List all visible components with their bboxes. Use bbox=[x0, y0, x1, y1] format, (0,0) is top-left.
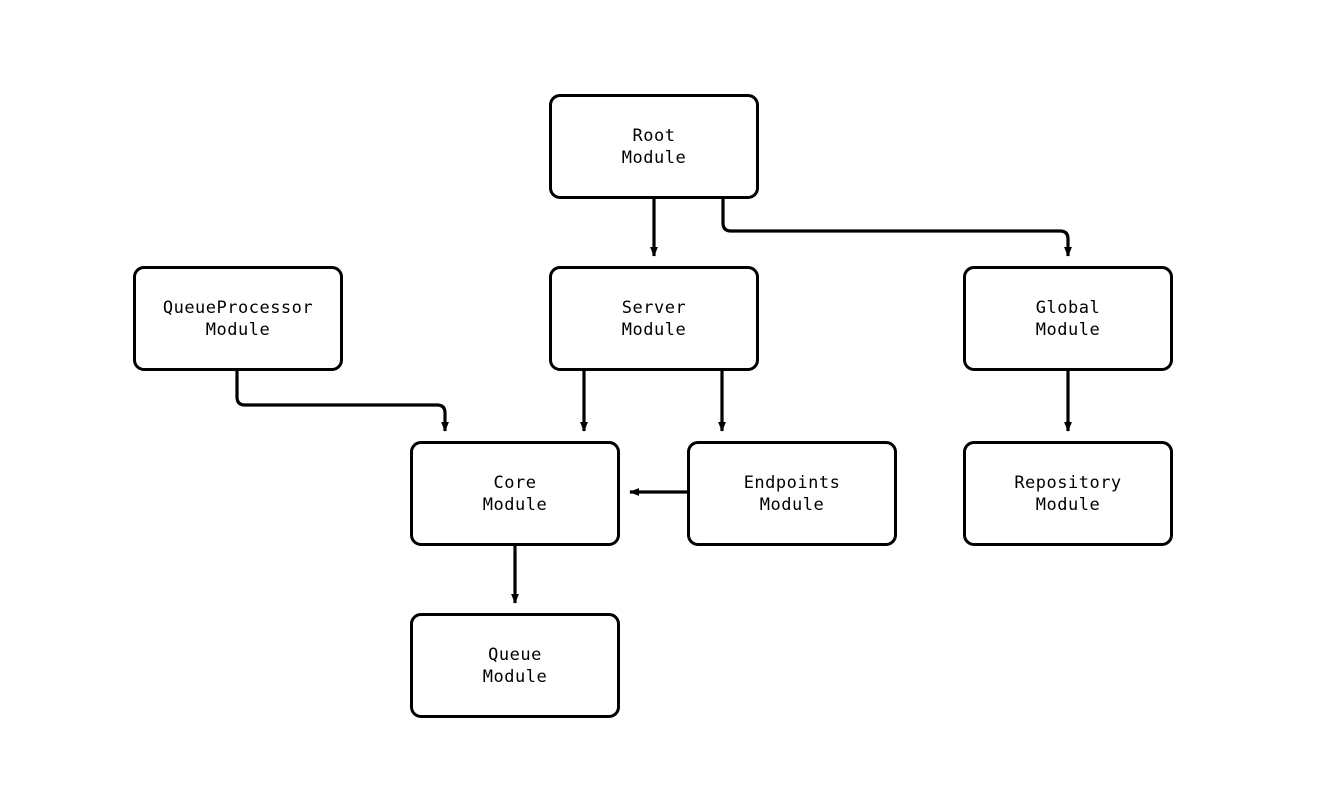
node-root-module-line1: Root bbox=[632, 125, 676, 146]
node-root-module[interactable]: Root Module bbox=[549, 94, 759, 199]
node-repository-module-line1: Repository bbox=[1014, 472, 1122, 493]
node-global-module[interactable]: Global Module bbox=[963, 266, 1173, 371]
node-repository-module[interactable]: Repository Module bbox=[963, 441, 1173, 546]
node-repository-module-line2: Module bbox=[1035, 494, 1101, 515]
node-queueprocessor-module-line2: Module bbox=[205, 319, 271, 340]
node-endpoints-module-line2: Module bbox=[759, 494, 825, 515]
node-global-module-line2: Module bbox=[1035, 319, 1101, 340]
node-core-module-line2: Module bbox=[482, 494, 548, 515]
node-server-module[interactable]: Server Module bbox=[549, 266, 759, 371]
node-queueprocessor-module[interactable]: QueueProcessor Module bbox=[133, 266, 343, 371]
node-queue-module-line2: Module bbox=[482, 666, 548, 687]
node-core-module-line1: Core bbox=[493, 472, 537, 493]
node-endpoints-module-line1: Endpoints bbox=[743, 472, 841, 493]
node-server-module-line1: Server bbox=[621, 297, 687, 318]
node-queue-module[interactable]: Queue Module bbox=[410, 613, 620, 718]
node-queueprocessor-module-line1: QueueProcessor bbox=[162, 297, 314, 318]
node-queue-module-line1: Queue bbox=[488, 644, 542, 665]
node-core-module[interactable]: Core Module bbox=[410, 441, 620, 546]
node-global-module-line1: Global bbox=[1035, 297, 1101, 318]
node-endpoints-module[interactable]: Endpoints Module bbox=[687, 441, 897, 546]
node-server-module-line2: Module bbox=[621, 319, 687, 340]
node-root-module-line2: Module bbox=[621, 147, 687, 168]
edge-queueprocessor-to-core bbox=[235, 371, 449, 432]
edge-root-to-global bbox=[721, 199, 1072, 257]
